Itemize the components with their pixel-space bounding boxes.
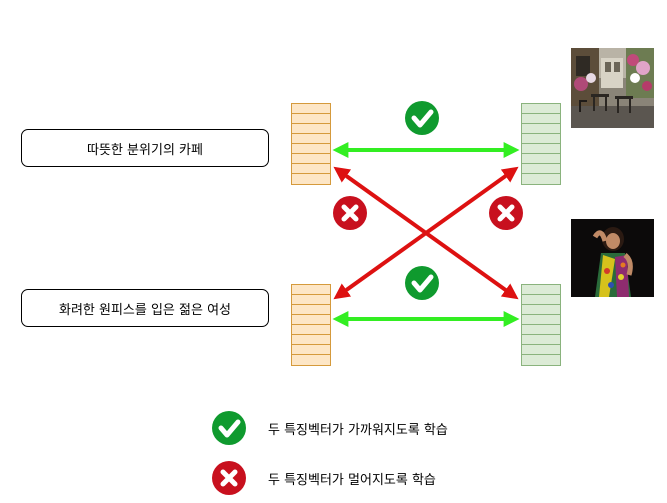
- image-feature-vector-cafe: [521, 103, 561, 185]
- cross-icon: [489, 196, 523, 230]
- cross-icon: [333, 196, 367, 230]
- text-input-label: 화려한 원피스를 입은 젊은 여성: [58, 302, 231, 318]
- woman-photo: [571, 219, 654, 297]
- cafe-photo: [571, 48, 654, 128]
- legend-push-apart: 두 특징벡터가 멀어지도록 학습: [268, 473, 436, 488]
- text-feature-vector-woman: [291, 284, 331, 366]
- text-input-woman: 화려한 원피스를 입은 젊은 여성: [21, 289, 269, 327]
- legend-pull-together: 두 특징벡터가 가까워지도록 학습: [268, 423, 448, 438]
- check-icon: [405, 266, 439, 300]
- text-feature-vector-cafe: [291, 103, 331, 185]
- check-icon: [405, 101, 439, 135]
- text-input-cafe: 따뜻한 분위기의 카페: [21, 129, 269, 167]
- cross-icon: [212, 461, 246, 495]
- check-icon: [212, 411, 246, 445]
- text-input-label: 따뜻한 분위기의 카페: [87, 142, 203, 158]
- mismatch-arrow-2: [333, 166, 519, 300]
- image-feature-vector-woman: [521, 284, 561, 366]
